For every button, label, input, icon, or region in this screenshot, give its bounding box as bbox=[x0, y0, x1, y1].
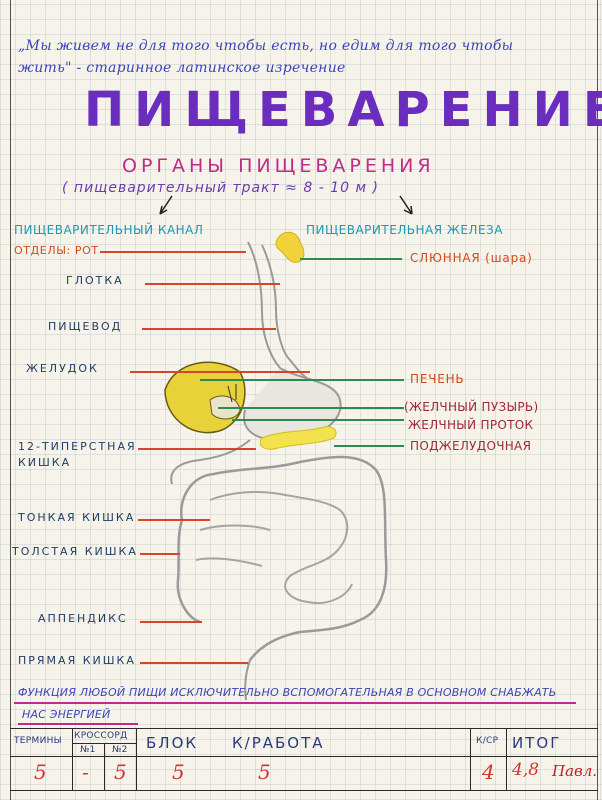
small-intestine-line bbox=[138, 519, 210, 521]
pancreas-line bbox=[334, 445, 404, 447]
liver-label: ПЕЧЕНЬ bbox=[410, 372, 465, 386]
stomach-label: ЖЕЛУДОК bbox=[26, 362, 99, 375]
total-header: ИТОГ bbox=[512, 734, 562, 752]
mouth-line bbox=[100, 251, 246, 253]
note-underline-1 bbox=[14, 702, 576, 704]
ksr-header: К/СР bbox=[476, 736, 499, 746]
gallbladder-line bbox=[218, 407, 404, 409]
pancreas-label: ПОДЖЕЛУДОЧНАЯ bbox=[410, 439, 532, 453]
epigraph-line-1: „Мы живем не для того чтобы есть, но еди… bbox=[18, 38, 514, 54]
margin-line-right bbox=[597, 0, 598, 800]
sections-label: ОТДЕЛЫ: bbox=[14, 244, 71, 257]
note-underline-2 bbox=[18, 723, 138, 725]
gland-header: ПИЩЕВАРИТЕЛЬНАЯ ЖЕЛЕЗА bbox=[306, 223, 503, 237]
epigraph-line-2: жить" - старинное латинское изречение bbox=[18, 60, 346, 76]
crossword-1-header: №1 bbox=[80, 745, 96, 755]
cross1-value: - bbox=[82, 760, 89, 784]
table-col-2 bbox=[104, 743, 105, 790]
work-value: 5 bbox=[258, 760, 271, 784]
cross2-value: 5 bbox=[114, 760, 127, 784]
bile-duct-label: ЖЕЛЧНЫЙ ПРОТОК bbox=[408, 418, 534, 432]
appendix-label: АППЕНДИКС bbox=[38, 612, 128, 625]
pharynx-line bbox=[145, 283, 280, 285]
bile-duct-line bbox=[232, 419, 404, 421]
mouth-label: РОТ bbox=[74, 244, 99, 257]
table-bottom-border bbox=[10, 790, 598, 791]
function-note-line-1: ФУНКЦИЯ ЛЮБОЙ ПИЩИ ИСКЛЮЧИТЕЛЬНО ВСПОМОГ… bbox=[18, 686, 557, 699]
gallbladder-label: (ЖЕЛЧНЫЙ ПУЗЫРЬ) bbox=[404, 400, 539, 414]
rectum-line bbox=[140, 662, 248, 664]
appendix-line bbox=[140, 621, 202, 623]
salivary-label: СЛЮННАЯ (шара) bbox=[410, 251, 533, 265]
small-intestine-label: ТОНКАЯ КИШКА bbox=[18, 511, 136, 524]
esophagus-label: ПИЩЕВОД bbox=[48, 320, 123, 333]
margin-line-left bbox=[10, 0, 11, 800]
stomach-line bbox=[130, 371, 310, 373]
table-top-border bbox=[10, 728, 598, 729]
salivary-line bbox=[300, 258, 402, 260]
duodenum-label-1: 12-ТИПЕРСТНАЯ bbox=[18, 440, 137, 453]
pharynx-label: ГЛОТКА bbox=[66, 274, 124, 287]
teacher-signature: Павл. bbox=[552, 762, 598, 780]
gallbladder-text: ЖЕЛЧНЫЙ ПУЗЫРЬ bbox=[408, 400, 534, 414]
total-value: 4,8 bbox=[512, 760, 540, 780]
rectum-label: ПРЯМАЯ КИШКА bbox=[18, 654, 136, 667]
subtitle-note: ( пищеварительный тракт ≈ 8 - 10 м ) bbox=[62, 180, 379, 196]
table-col-3 bbox=[136, 728, 137, 790]
liver-line bbox=[200, 379, 404, 381]
crossword-header: КРОССОРД bbox=[74, 731, 128, 741]
table-mid-border bbox=[10, 756, 598, 757]
table-col-4 bbox=[470, 728, 471, 790]
work-header: К/РАБОТА bbox=[232, 734, 325, 752]
canal-sections-label: ОТДЕЛЫ: РОТ bbox=[14, 244, 99, 257]
block-value: 5 bbox=[172, 760, 185, 784]
canal-header: ПИЩЕВАРИТЕЛЬНЫЙ КАНАЛ bbox=[14, 223, 204, 237]
duodenum-line bbox=[138, 448, 256, 450]
table-col-5 bbox=[506, 728, 507, 790]
function-note-line-2: НАС ЭНЕРГИЕЙ bbox=[22, 708, 111, 721]
esophagus-line bbox=[142, 328, 276, 330]
subtitle: ОРГАНЫ ПИЩЕВАРЕНИЯ bbox=[122, 155, 435, 177]
terms-header: ТЕРМИНЫ bbox=[14, 736, 62, 746]
large-intestine-label: ТОЛСТАЯ КИШКА bbox=[12, 545, 138, 558]
ksr-value: 4 bbox=[482, 760, 495, 784]
arrows-icon bbox=[159, 195, 413, 215]
block-header: БЛОК bbox=[146, 734, 199, 752]
large-intestine-line bbox=[140, 553, 180, 555]
page-title: ПИЩЕВАРЕНИЕ bbox=[84, 82, 602, 138]
crossword-2-header: №2 bbox=[112, 745, 128, 755]
table-col-1 bbox=[72, 728, 73, 790]
duodenum-label-2: КИШКА bbox=[18, 456, 72, 469]
terms-value: 5 bbox=[34, 760, 47, 784]
